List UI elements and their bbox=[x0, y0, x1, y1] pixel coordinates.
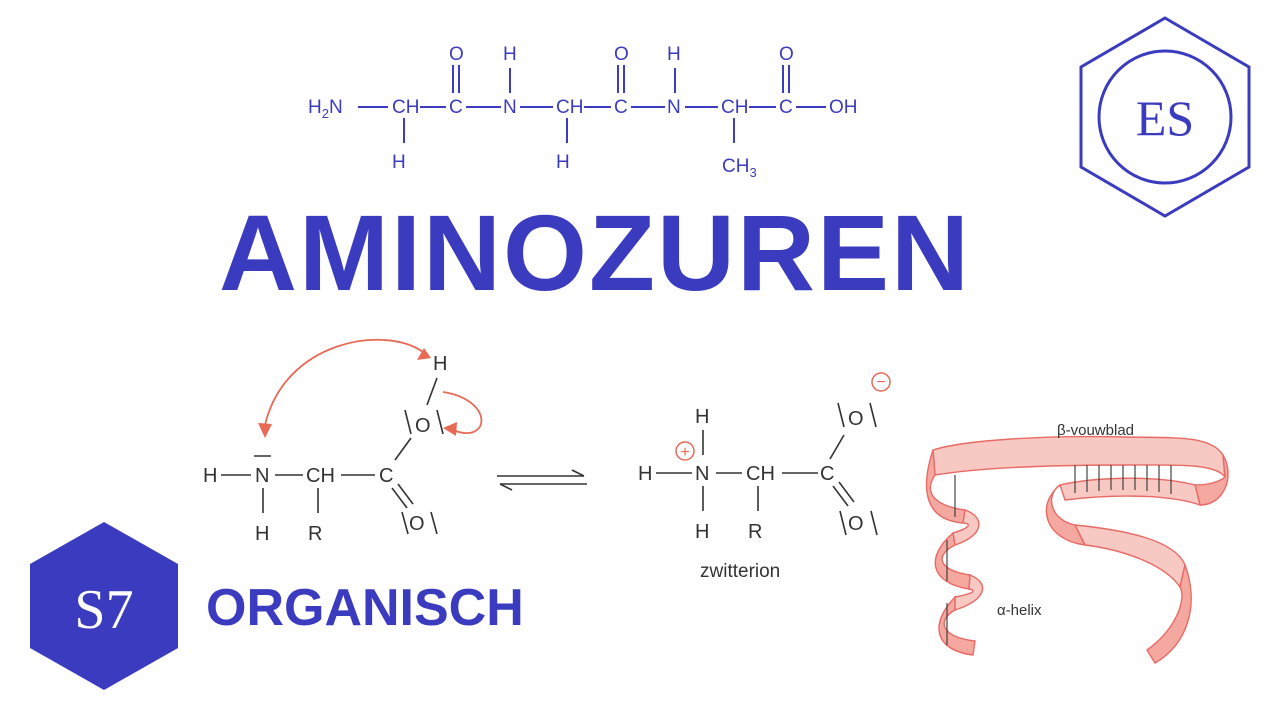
protein-ribbon-diagram: β-vouwblad α-helix bbox=[925, 422, 1229, 664]
charge-plus: + bbox=[680, 444, 689, 461]
logo-text: ES bbox=[1136, 90, 1194, 146]
page-title: AMINOZUREN bbox=[219, 192, 971, 313]
atom-h-acid: H bbox=[433, 353, 447, 375]
atom-o-3: O bbox=[779, 44, 794, 65]
atom-h-n2: H bbox=[667, 44, 681, 65]
section-code: S7 bbox=[74, 579, 133, 641]
atom-r: R bbox=[308, 523, 322, 545]
atom-o-carbonyl: O bbox=[409, 513, 425, 535]
atom-h-left: H bbox=[638, 463, 652, 485]
atom-o-minus: O bbox=[848, 408, 864, 430]
equilibrium-arrow bbox=[497, 469, 587, 491]
charge-minus: − bbox=[876, 374, 885, 391]
atom-n-2: N bbox=[667, 97, 681, 118]
atom-h-top: H bbox=[695, 406, 709, 428]
atom-ch-3: CH bbox=[721, 97, 748, 118]
atom-h-1: H bbox=[392, 152, 406, 173]
atom-ch: CH bbox=[746, 463, 775, 485]
helix-label: α-helix bbox=[997, 602, 1042, 619]
atom-n-1: N bbox=[503, 97, 517, 118]
atom-c-1: C bbox=[449, 97, 463, 118]
section-label: ORGANISCH bbox=[206, 579, 524, 637]
atom-h-2: H bbox=[556, 152, 570, 173]
atom-r: R bbox=[748, 521, 762, 543]
atom-ch-1: CH bbox=[392, 97, 419, 118]
atom-h-bottom: H bbox=[695, 521, 709, 543]
atom-n-plus: N bbox=[695, 463, 709, 485]
neutral-amino-acid: H O H N H CH R C O bbox=[203, 338, 483, 545]
zwitterion-structure: + − H H N H CH R C O O zwitterion bbox=[638, 372, 891, 582]
atom-ch-2: CH bbox=[556, 97, 583, 118]
atom-o-hydroxyl: O bbox=[415, 415, 431, 437]
section-badge: S7 bbox=[30, 522, 178, 690]
atom-ch3: CH3 bbox=[722, 156, 757, 180]
zwitterion-label: zwitterion bbox=[700, 561, 780, 582]
atom-n: N bbox=[255, 465, 269, 487]
atom-h-bottom: H bbox=[255, 523, 269, 545]
atom-c: C bbox=[820, 463, 834, 485]
atom-oh: OH bbox=[829, 97, 858, 118]
atom-c: C bbox=[379, 465, 393, 487]
atom-h-left: H bbox=[203, 465, 217, 487]
atom-o-1: O bbox=[449, 44, 464, 65]
atom-o-carbonyl: O bbox=[848, 513, 864, 535]
atom-c-3: C bbox=[779, 97, 793, 118]
es-logo: ES bbox=[1079, 16, 1251, 218]
sheet-label: β-vouwblad bbox=[1057, 422, 1134, 439]
atom-c-2: C bbox=[614, 97, 628, 118]
atom-o-2: O bbox=[614, 44, 629, 65]
atom-h2n: H2N bbox=[308, 97, 343, 121]
atom-h-n1: H bbox=[503, 44, 517, 65]
tripeptide-structure: H2N CH H C O N H CH H C O N H CH CH3 C O… bbox=[308, 44, 858, 180]
atom-ch: CH bbox=[306, 465, 335, 487]
